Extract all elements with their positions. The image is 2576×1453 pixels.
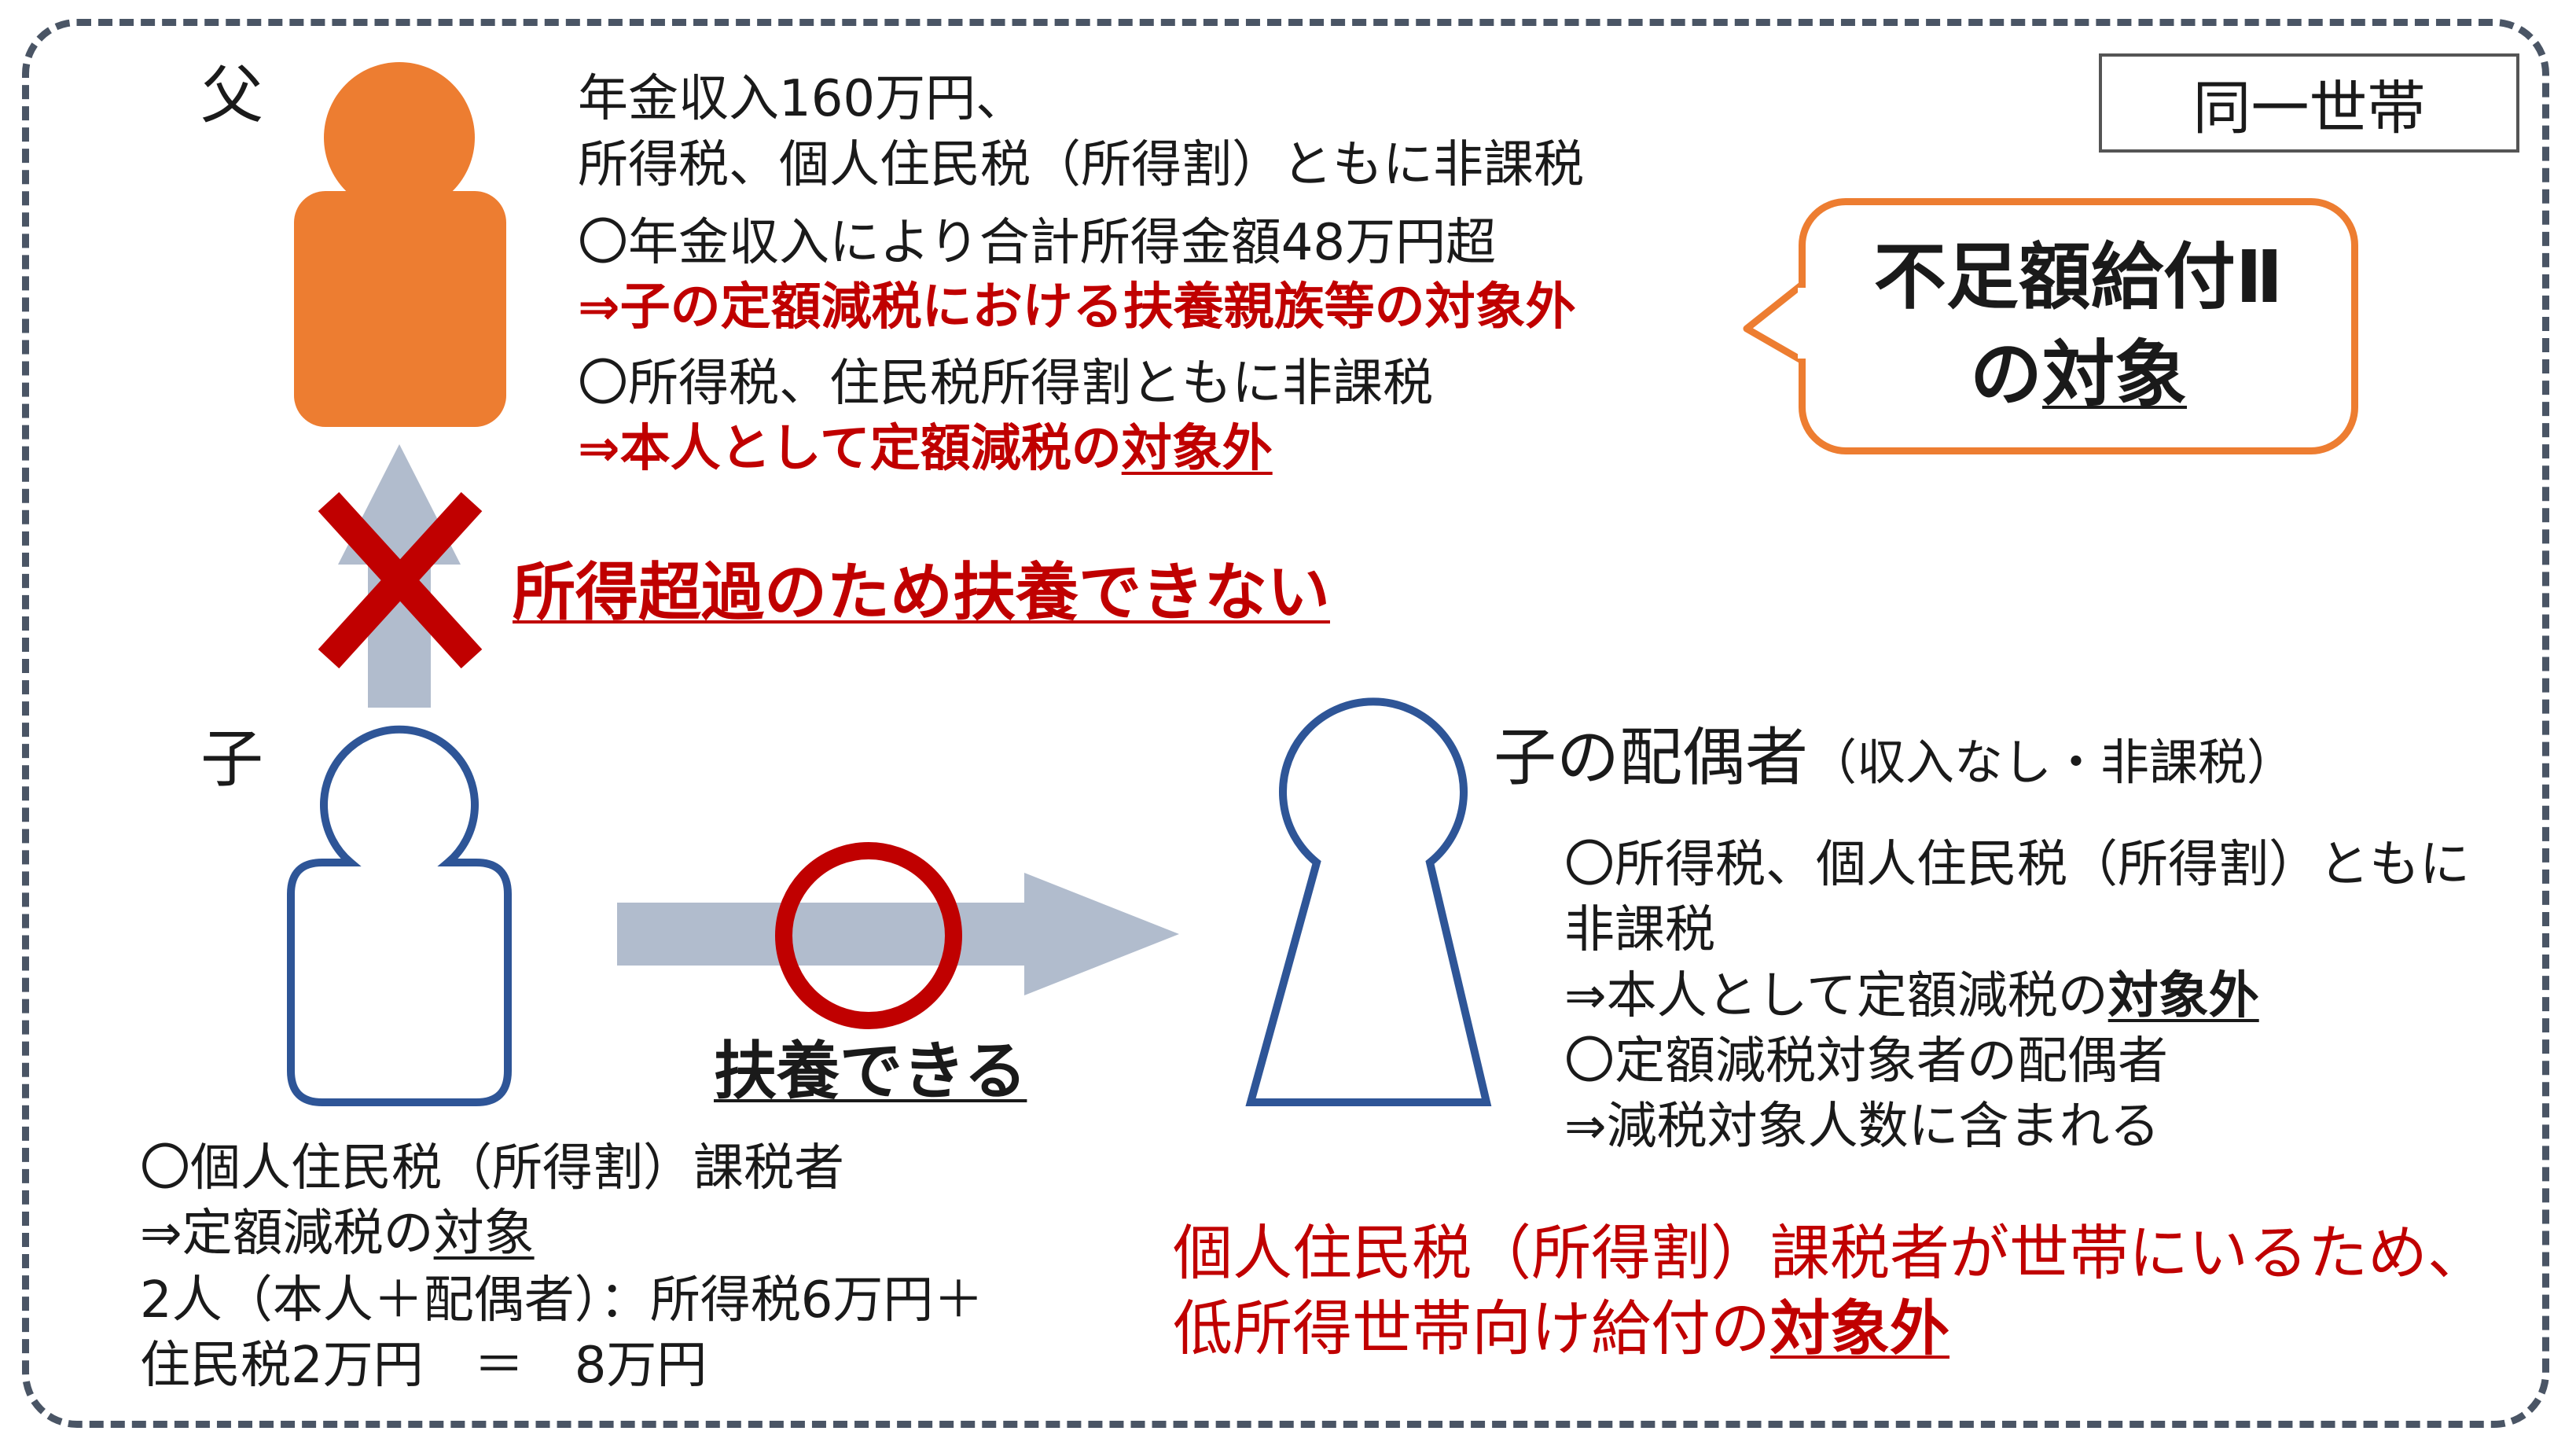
bubble-line1: 不足額給付Ⅱ — [1873, 235, 2284, 319]
child-line2: ⇒定額減税の対象 — [140, 1205, 535, 1263]
father-line3: 〇年金収入により合計所得金額48万円超 — [578, 214, 1497, 272]
spouse-line5: ⇒減税対象人数に含まれる — [1564, 1098, 2160, 1156]
spouse-label-row: 子の配偶者（収入なし・非課税） — [1494, 719, 2295, 815]
father-line2: 所得税、個人住民税（所得割）ともに非課税 — [578, 136, 1584, 194]
spouse-line2: 非課税 — [1564, 901, 1715, 959]
speech-bubble-tail — [1743, 279, 1808, 366]
support-ok-text: 扶養できる — [714, 1035, 1027, 1108]
father-label: 父 — [200, 59, 263, 132]
father-line4: ⇒子の定額減税における扶養親族等の対象外 — [578, 278, 1576, 337]
father-line6-emphasis: 対象外 — [1121, 420, 1273, 478]
child-label: 子 — [200, 723, 263, 796]
circle-mark-icon — [775, 842, 962, 1029]
spouse-label-sub: （収入なし・非課税） — [1808, 734, 2296, 791]
child-line3: 2人（本人＋配偶者）：所得税6万円＋ — [140, 1271, 984, 1330]
spouse-line3-emphasis: 対象外 — [2107, 967, 2259, 1025]
speech-bubble: 不足額給付Ⅱ の対象 — [1799, 198, 2358, 454]
conclusion-line1: 個人住民税（所得割）課税者が世帯にいるため、 — [1173, 1218, 2487, 1288]
spouse-line1: 〇所得税、個人住民税（所得割）ともに — [1564, 836, 2470, 894]
bubble-emphasis: 対象 — [2042, 333, 2188, 417]
household-label: 同一世帯 — [2099, 53, 2519, 153]
bubble-tail-joint — [1798, 288, 1809, 359]
spouse-label: 子の配偶者 — [1494, 721, 1808, 794]
father-line6: ⇒本人として定額減税の対象外 — [578, 420, 1273, 478]
spouse-line4: 〇定額減税対象者の配偶者 — [1564, 1032, 2168, 1091]
conclusion-emphasis: 対象外 — [1770, 1293, 1949, 1363]
spouse-line3: ⇒本人として定額減税の対象外 — [1564, 967, 2259, 1025]
conclusion-line2: 低所得世帯向け給付の対象外 — [1173, 1293, 1949, 1363]
child-line2-emphasis: 対象 — [433, 1205, 535, 1263]
cross-mark-icon — [318, 491, 483, 669]
right-arrow-icon — [617, 873, 1179, 995]
child-person-icon — [287, 725, 512, 1106]
no-support-text: 所得超過のため扶養できない — [513, 556, 1330, 629]
bubble-line2: の対象 — [1969, 333, 2188, 417]
father-person-icon — [294, 62, 506, 427]
father-line5: 〇所得税、住民税所得割ともに非課税 — [578, 355, 1433, 413]
household-frame — [22, 19, 2549, 1428]
father-line1: 年金収入160万円、 — [578, 70, 1027, 128]
child-line1: 〇個人住民税（所得割）課税者 — [140, 1139, 844, 1197]
child-line4: 住民税2万円 ＝ 8万円 — [140, 1337, 707, 1395]
spouse-person-icon — [1245, 697, 1492, 1106]
